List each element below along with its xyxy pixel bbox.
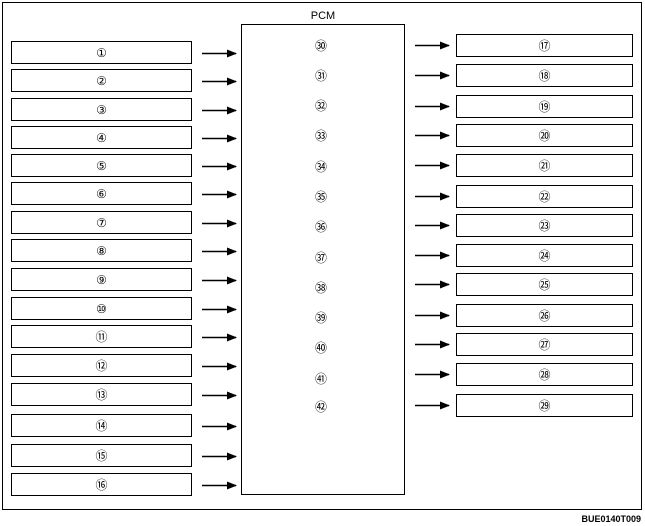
input-box: ① [11, 41, 192, 64]
input-box: ⑯ [11, 473, 192, 496]
input-box: ⑮ [11, 444, 192, 467]
pcm-label: PCM [310, 10, 336, 22]
output-box: ⑳ [456, 124, 633, 147]
output-box: ㉘ [456, 363, 633, 386]
pcm-terminal: ㊶ [314, 372, 327, 386]
pcm-terminal: ㉜ [314, 99, 327, 113]
input-box: ⑫ [11, 354, 192, 377]
input-box: ⑥ [11, 182, 192, 205]
pcm-terminal: ㊵ [314, 341, 327, 355]
output-box: ㉓ [456, 214, 633, 237]
pcm-terminal: ㊴ [314, 311, 327, 325]
output-box: ⑰ [456, 34, 633, 57]
input-box: ⑦ [11, 211, 192, 234]
input-box: ③ [11, 98, 192, 121]
input-box: ② [11, 69, 192, 92]
pcm-terminal: ㉛ [314, 69, 327, 83]
pcm-terminal: ㊱ [314, 220, 327, 234]
pcm-terminal: ㊳ [314, 281, 327, 295]
pcm-terminal: ㉟ [314, 190, 327, 204]
output-box: ㉒ [456, 185, 633, 208]
input-box: ④ [11, 126, 192, 149]
output-box: ㉖ [456, 304, 633, 327]
figure-code: BUE0140T009 [581, 514, 641, 524]
input-box: ⑬ [11, 383, 192, 406]
output-box: ⑲ [456, 95, 633, 118]
input-box: ⑭ [11, 414, 192, 437]
pcm-terminal: ㉞ [314, 160, 327, 174]
output-box: ㉑ [456, 154, 633, 177]
input-box: ⑤ [11, 154, 192, 177]
input-box: ⑧ [11, 239, 192, 262]
diagram-frame [2, 2, 642, 510]
pcm-terminal: ㊷ [314, 400, 327, 414]
input-box: ⑨ [11, 268, 192, 291]
output-box: ㉕ [456, 273, 633, 296]
output-box: ㉙ [456, 394, 633, 417]
input-box: ⑪ [11, 325, 192, 348]
pcm-terminal: ㊲ [314, 251, 327, 265]
output-box: ⑱ [456, 64, 633, 87]
output-box: ㉔ [456, 244, 633, 267]
pcm-terminal: ㉝ [314, 129, 327, 143]
output-box: ㉗ [456, 333, 633, 356]
pcm-box [241, 24, 405, 495]
input-box: ⑩ [11, 297, 192, 320]
pcm-terminal: ㉚ [314, 39, 327, 53]
